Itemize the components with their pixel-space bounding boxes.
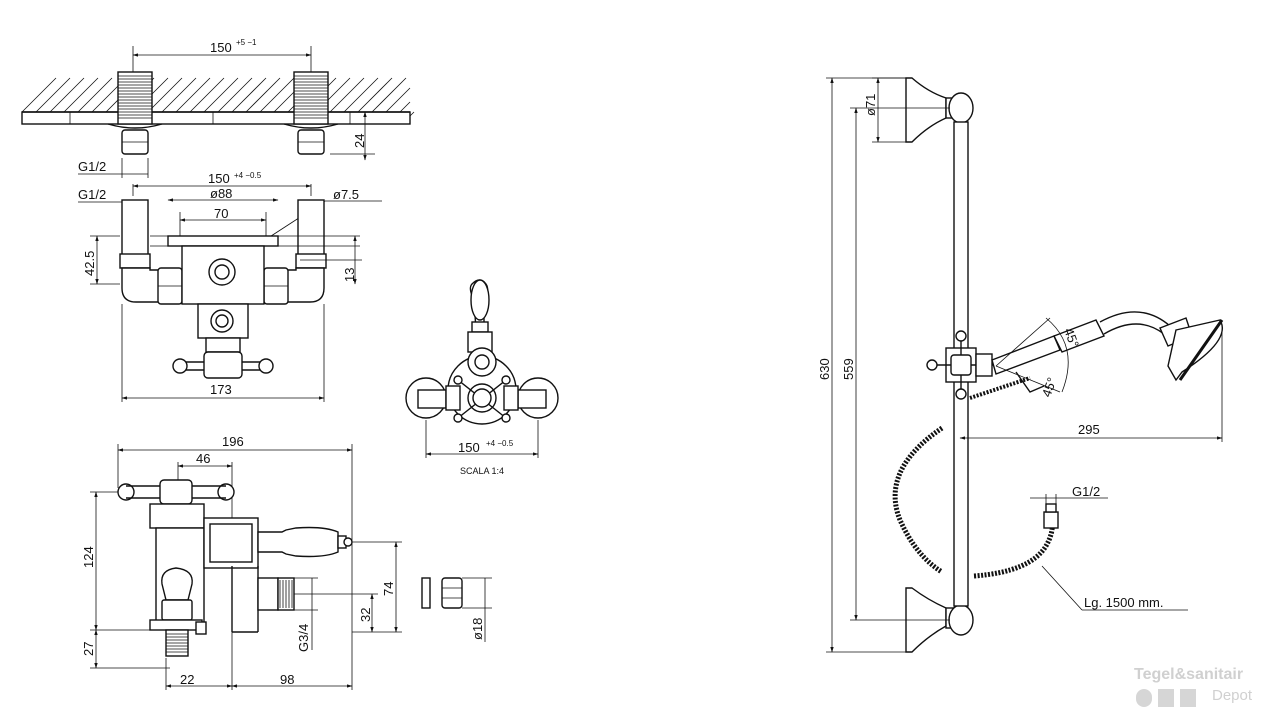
brand-name: Tegel&sanitair [1134, 666, 1244, 683]
dim-d75: ø7.5 [333, 187, 359, 202]
dim-h559: 559 [841, 358, 856, 380]
dim-d88: ø88 [210, 186, 232, 201]
angle-45-a: 45° [1061, 326, 1082, 350]
dim-g12-b: G1/2 [78, 187, 106, 202]
dim-h630: 630 [817, 358, 832, 380]
dim-depth-24: 24 [352, 134, 367, 148]
hose-length-label: Lg. 1500 mm. [1084, 595, 1164, 610]
tile-icon [1180, 689, 1196, 707]
bottom-thread [166, 633, 188, 653]
dim-d71: ø71 [863, 94, 878, 116]
wall-hatching [21, 77, 415, 117]
dim-w46: 46 [196, 451, 210, 466]
angle-45-b: 45° [1039, 375, 1060, 399]
dim-w22: 22 [180, 672, 194, 687]
shower-rail-view: 45° 45° G1/2 Lg. 1500 mm. 295 630 559 [817, 77, 1224, 653]
dim-g12-c: G1/2 [1072, 484, 1100, 499]
scale-front-view: 150 +4 −0.5 SCALA 1:4 [405, 279, 559, 476]
dim-w98: 98 [280, 672, 294, 687]
dim-w150-center: 150 [458, 440, 480, 455]
dim-w150-center-tol: +4 −0.5 [486, 439, 514, 448]
dim-g34: G3/4 [296, 624, 311, 652]
side-view: 196 46 [81, 434, 492, 690]
dim-d18: ø18 [470, 618, 485, 640]
dim-w295: 295 [1078, 422, 1100, 437]
pipe-thread-left [118, 75, 152, 119]
pipe-thread-right [294, 75, 328, 119]
dim-h124: 124 [81, 546, 96, 568]
dim-h74: 74 [381, 582, 396, 596]
dim-top-spacing-tol: +5 −1 [236, 38, 257, 47]
dim-spacing-2: 150 [208, 171, 230, 186]
dim-w173: 173 [210, 382, 232, 397]
dim-spacing-2-tol: +4 −0.5 [234, 171, 262, 180]
brand-sub: Depot [1212, 687, 1253, 704]
outlet-thread [279, 580, 293, 608]
dim-h32: 32 [358, 608, 373, 622]
tile-icon [1158, 689, 1174, 707]
dim-w196: 196 [222, 434, 244, 449]
dim-g12-a: G1/2 [78, 159, 106, 174]
dim-h425: 42.5 [82, 251, 97, 276]
brand-watermark: Tegel&sanitair Depot [1130, 660, 1264, 712]
dim-w70: 70 [214, 206, 228, 221]
scale-label: SCALA 1:4 [460, 466, 504, 476]
dim-h27: 27 [81, 642, 96, 656]
wall-section-view: 150 +5 −1 24 G1/2 [21, 38, 415, 178]
drop-icon [1136, 689, 1152, 707]
dim-top-spacing: 150 [210, 40, 232, 55]
front-view: 150 +4 −0.5 G1/2 ø88 70 ø7.5 [78, 171, 382, 402]
dim-h13: 13 [342, 268, 357, 282]
